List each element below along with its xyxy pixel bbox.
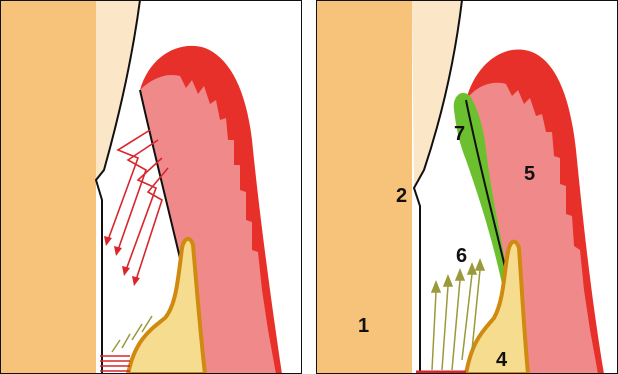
label-7: 7: [454, 123, 465, 145]
tooth-root: [0, 0, 96, 374]
arrow-head: [104, 236, 112, 246]
label-4: 4: [496, 349, 508, 371]
right-diagram: 1 2 4 5 6 7: [316, 0, 618, 374]
label-5: 5: [524, 163, 535, 185]
label-6: 6: [456, 245, 467, 267]
left-diagram: [0, 0, 302, 374]
attachment-fibers: [100, 356, 130, 371]
arrow-head: [122, 266, 130, 276]
label-2: 2: [396, 185, 407, 207]
enamel-strip: [96, 0, 140, 180]
arrow-head: [132, 276, 140, 286]
alveolar-bone: [128, 239, 205, 374]
enamel-strip: [412, 0, 462, 188]
label-1: 1: [358, 315, 369, 337]
arrow-head: [114, 246, 122, 256]
right-panel: 1 2 4 5 6 7: [316, 0, 618, 374]
left-panel: [0, 0, 302, 374]
